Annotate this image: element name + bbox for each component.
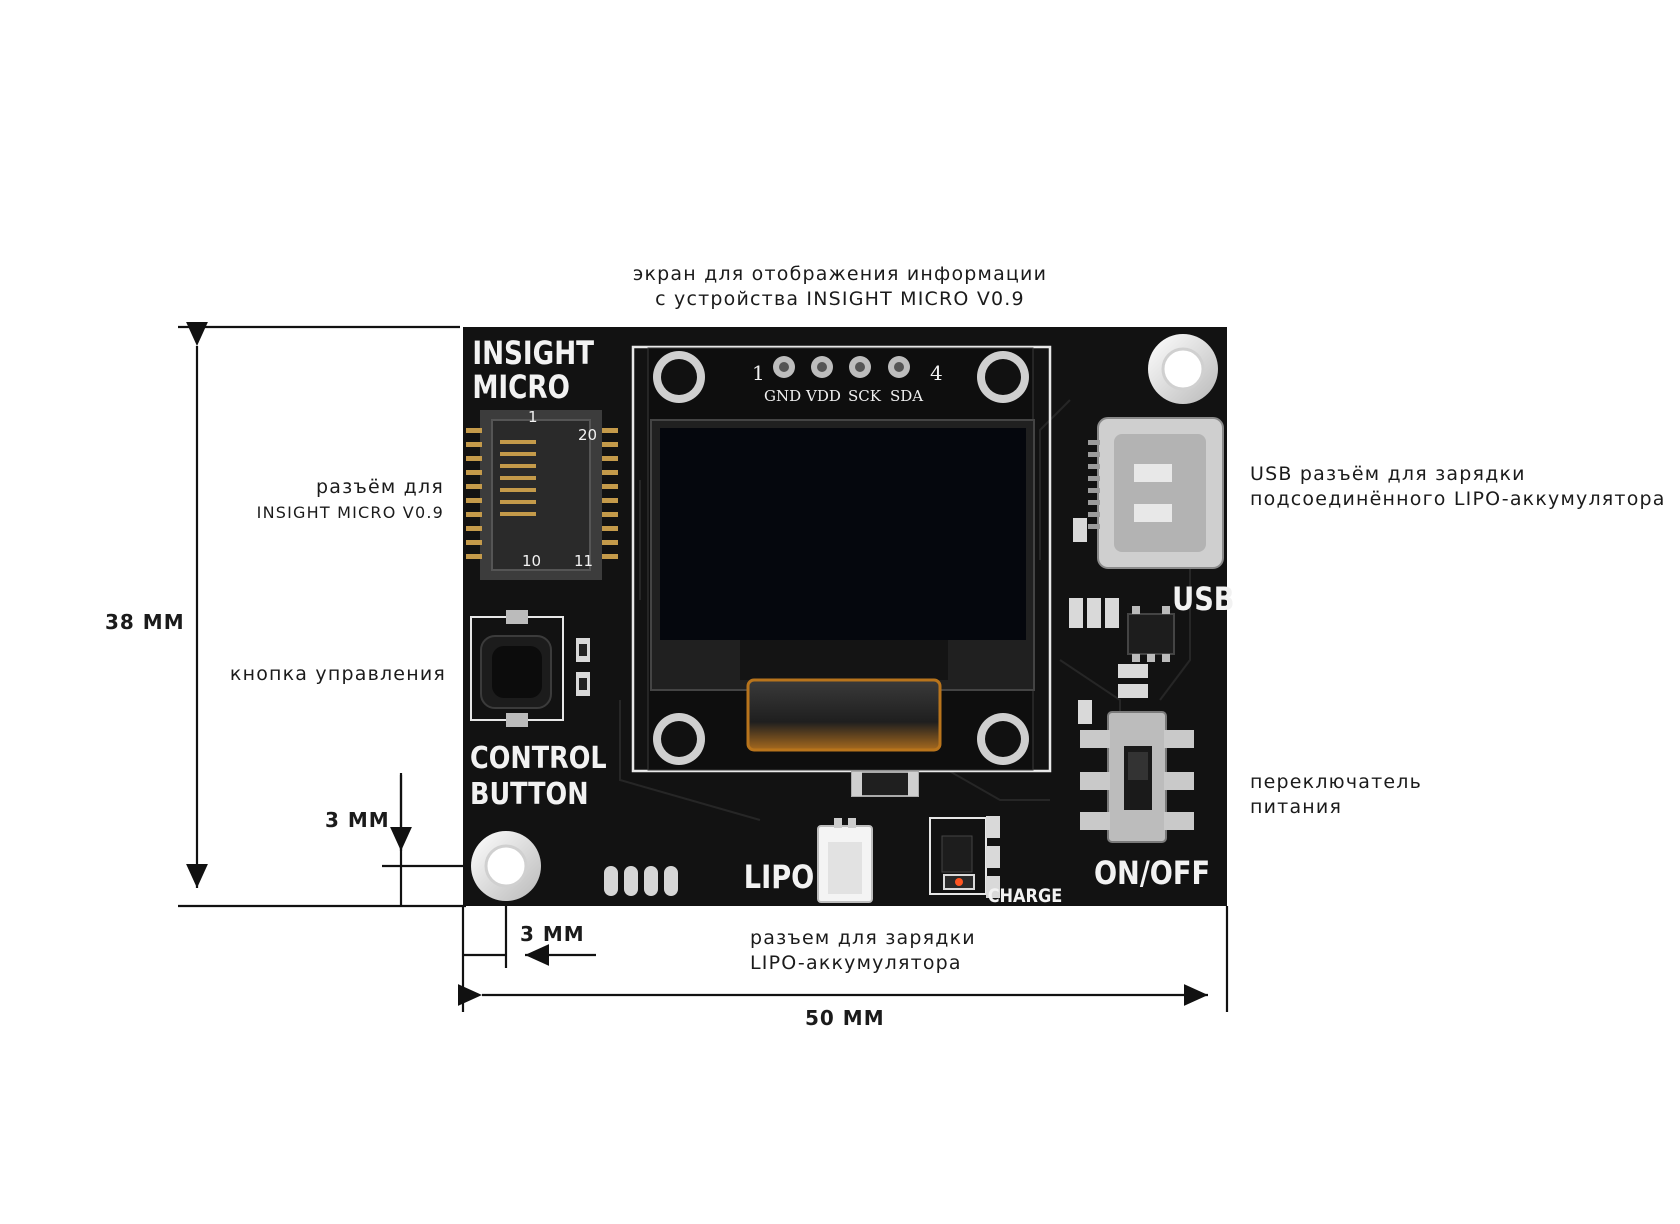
- dimension-lines: [178, 321, 1229, 1012]
- fpc-pin-11-label: 11: [574, 552, 593, 570]
- silk-insight: INSIGHT: [472, 334, 594, 371]
- oled-module: 1 4 GND VDD SCK SDA: [631, 345, 1052, 773]
- oled-screen: [660, 428, 1026, 640]
- lipo-connector-label: разъем для зарядки LIPO-аккумулятора: [750, 926, 976, 976]
- silk-charge: CHARGE: [988, 886, 1063, 908]
- lipo-connector-label-line2: LIPO-аккумулятора: [750, 952, 962, 974]
- test-pads: [604, 866, 678, 896]
- button-label: кнопка управления: [190, 662, 446, 687]
- charge-circuit: [929, 816, 1000, 898]
- connector-label: разъём для INSIGHT MICRO V0.9: [200, 475, 444, 525]
- oled-header-pins: [773, 356, 910, 378]
- fpc-pin-20-label: 20: [578, 426, 597, 444]
- protection-diode: [851, 771, 919, 797]
- control-button[interactable]: [470, 610, 564, 727]
- switch-label-line2: питания: [1250, 796, 1343, 818]
- connector-label-line2: INSIGHT MICRO V0.9: [256, 503, 444, 522]
- silk-onoff: ON/OFF: [1094, 855, 1210, 893]
- oled-pin-first-label: 1: [752, 361, 765, 385]
- silk-control: CONTROL: [470, 740, 607, 776]
- fpc-connector: 1 20 10 11: [466, 408, 618, 580]
- silk-button: BUTTON: [470, 776, 588, 812]
- oled-pin-last-label: 4: [930, 361, 943, 385]
- offset-x-dimension-label: 3 ММ: [520, 922, 585, 946]
- screen-label-line1: экран для отображения информации: [632, 263, 1048, 285]
- fpc-pin-10-label: 10: [522, 552, 541, 570]
- oled-pin-sck-label: SCK: [848, 387, 882, 405]
- usb-label: USB разъём для зарядки подсоединённого L…: [1250, 462, 1666, 512]
- button-label-text: кнопка управления: [229, 663, 446, 685]
- oled-pin-vdd-label: VDD: [805, 387, 841, 405]
- mounting-hole-top-right: [1148, 334, 1218, 404]
- offset-y-dimension-label: 3 ММ: [325, 808, 390, 832]
- usb-c-connector[interactable]: [1088, 417, 1224, 569]
- screen-label: экран для отображения информации с устро…: [600, 262, 1080, 312]
- oled-corner-holes: [653, 351, 1029, 765]
- lipo-connector[interactable]: [817, 818, 873, 903]
- power-switch[interactable]: [1080, 711, 1194, 843]
- silk-micro: MICRO: [472, 368, 570, 405]
- usb-label-line2: подсоединённого LIPO-аккумулятора: [1250, 488, 1666, 510]
- silk-usb: USB: [1172, 581, 1234, 619]
- oled-flex-cable: [746, 678, 942, 752]
- switch-label: переключатель питания: [1250, 770, 1422, 820]
- silk-lipo: LIPO: [744, 859, 814, 897]
- screen-label-line2: с устройства INSIGHT MICRO V0.9: [655, 288, 1025, 310]
- fpc-pin-1-label: 1: [528, 408, 538, 426]
- height-dimension-label: 38 ММ: [105, 610, 185, 634]
- mounting-hole-bottom-left: [471, 831, 541, 901]
- usb-resistor: [1073, 518, 1087, 542]
- button-resistors: [576, 638, 590, 696]
- oled-pin-gnd-label: GND: [764, 387, 801, 405]
- width-dimension-label: 50 ММ: [805, 1006, 885, 1030]
- switch-label-line1: переключатель: [1250, 771, 1423, 793]
- oled-pin-sda-label: SDA: [890, 387, 923, 405]
- lipo-connector-label-line1: разъем для зарядки: [750, 927, 976, 949]
- usb-label-line1: USB разъём для зарядки: [1250, 463, 1526, 485]
- charger-ic-area: [1069, 598, 1175, 724]
- connector-label-line1: разъём для: [315, 476, 444, 498]
- fpc-pins: [466, 428, 618, 559]
